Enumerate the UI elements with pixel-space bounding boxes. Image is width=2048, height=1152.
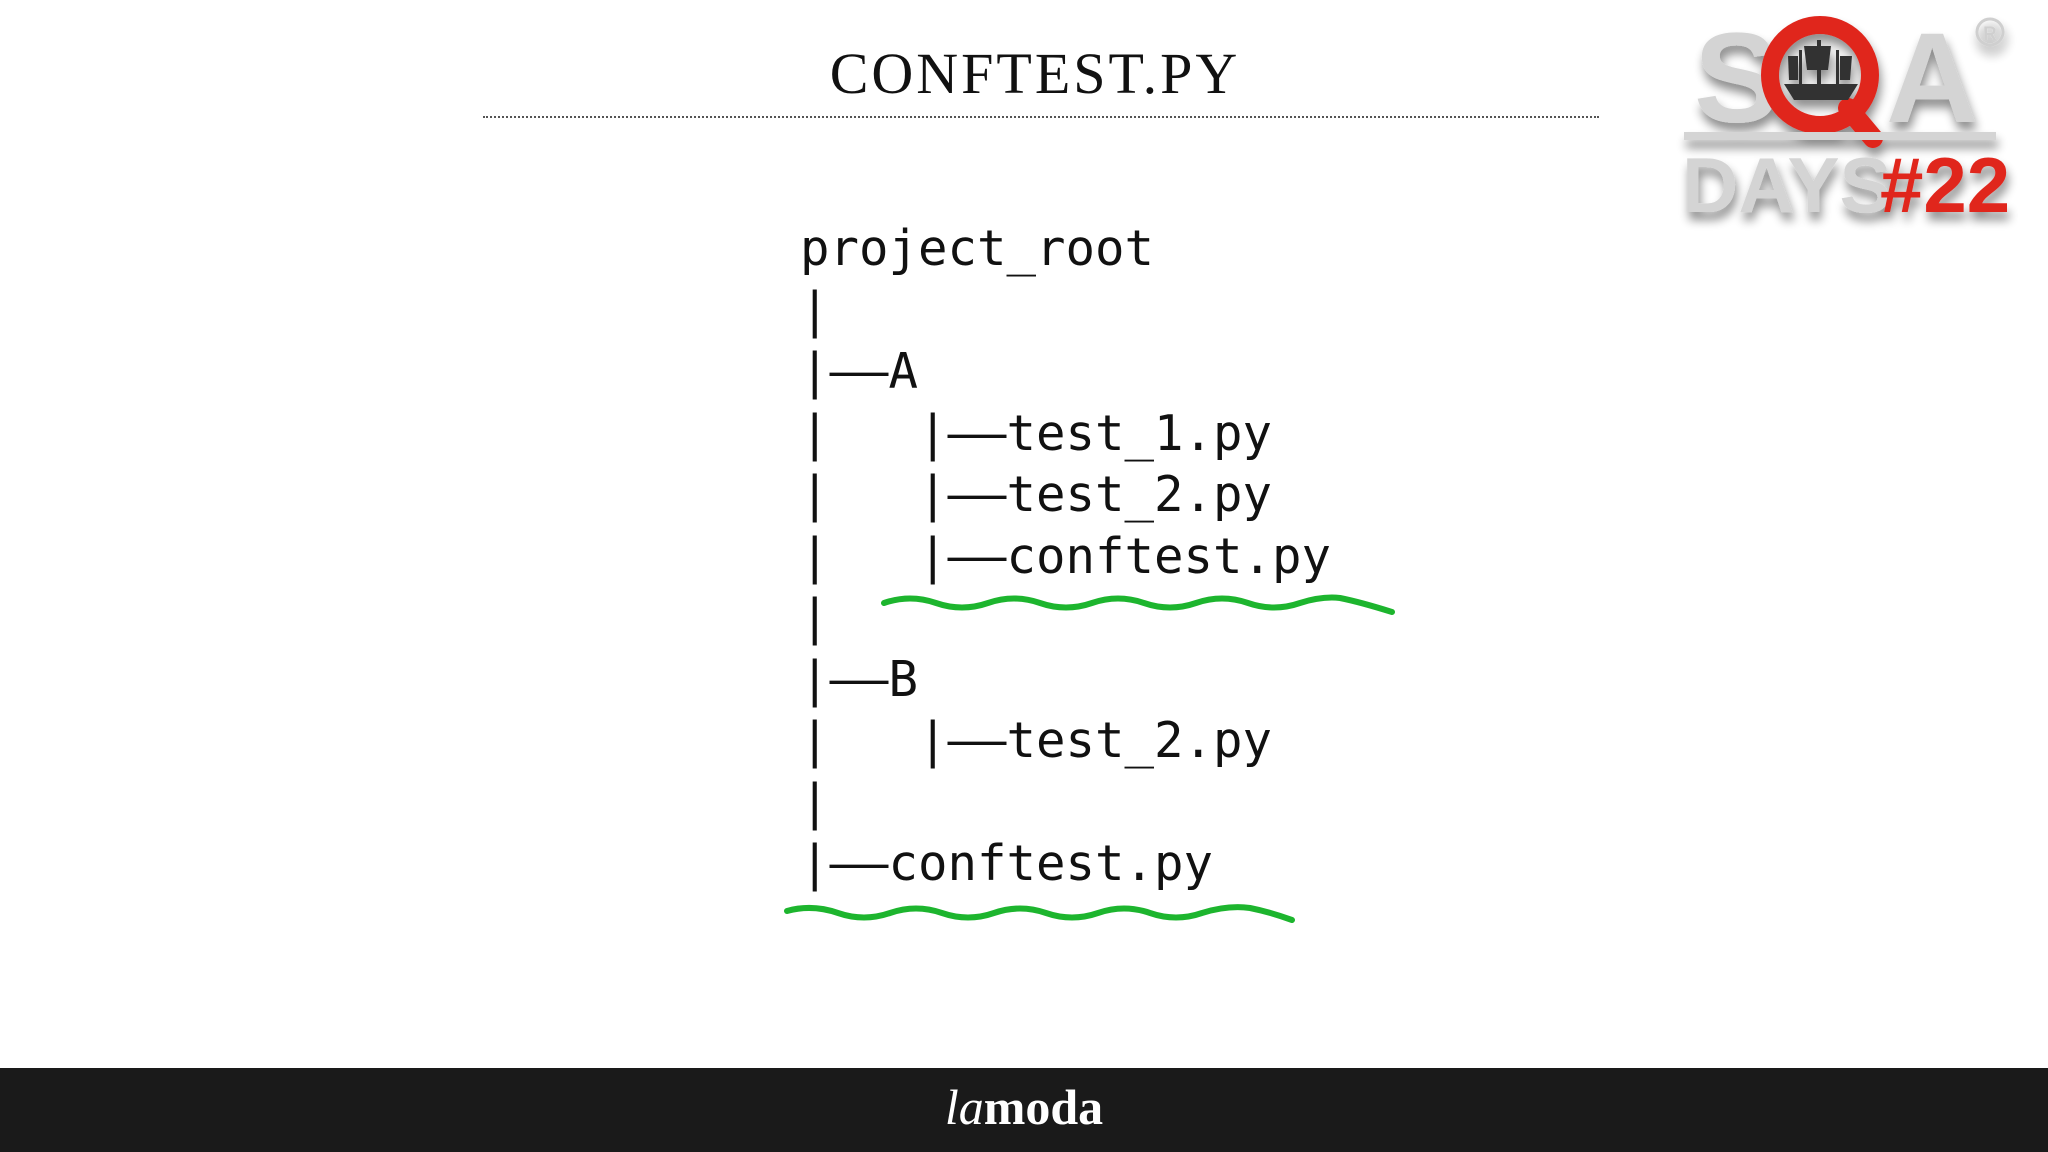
tree-line-project-root: project_root [800, 220, 1155, 277]
slide-title: CONFTEST.PY [829, 41, 1241, 106]
squiggle-underline-root-conftest [784, 904, 1295, 923]
logo-days-text: DAYS [1682, 141, 1892, 229]
tree-line-folder-b: |——B [800, 650, 919, 708]
logo-number-text: #22 [1880, 141, 2010, 229]
footer-bar: lamoda [0, 1068, 2048, 1152]
tree-line-connector: | [800, 589, 830, 646]
sqa-days-logo: S A DAYS #22 R [1682, 7, 2010, 229]
tree-line-connector: | [800, 281, 830, 339]
svg-text:R: R [1983, 24, 1997, 45]
tree-line-connector: | [800, 773, 830, 831]
brand-part-2: moda [983, 1079, 1104, 1135]
logo-q-ring [1761, 16, 1879, 134]
brand-part-1: la [944, 1079, 984, 1135]
tree-line-root-conftest: |——conftest.py [800, 835, 1214, 892]
tree-line-a-conftest: | |——conftest.py [800, 527, 1332, 585]
tree-line-a-test-2: | |——test_2.py [800, 466, 1273, 523]
title-divider [483, 116, 1599, 118]
ship-icon [1784, 40, 1858, 100]
tree-line-b-test-2: | |——test_2.py [800, 712, 1273, 769]
tree-line-folder-a: |——A [800, 343, 919, 400]
directory-tree: project_root||——A| |——test_1.py| |——test… [800, 218, 1331, 895]
tree-line-a-test-1: | |——test_1.py [800, 404, 1273, 462]
logo-letter-a: A [1886, 7, 1978, 150]
lamoda-logo: lamoda [0, 1078, 2048, 1136]
